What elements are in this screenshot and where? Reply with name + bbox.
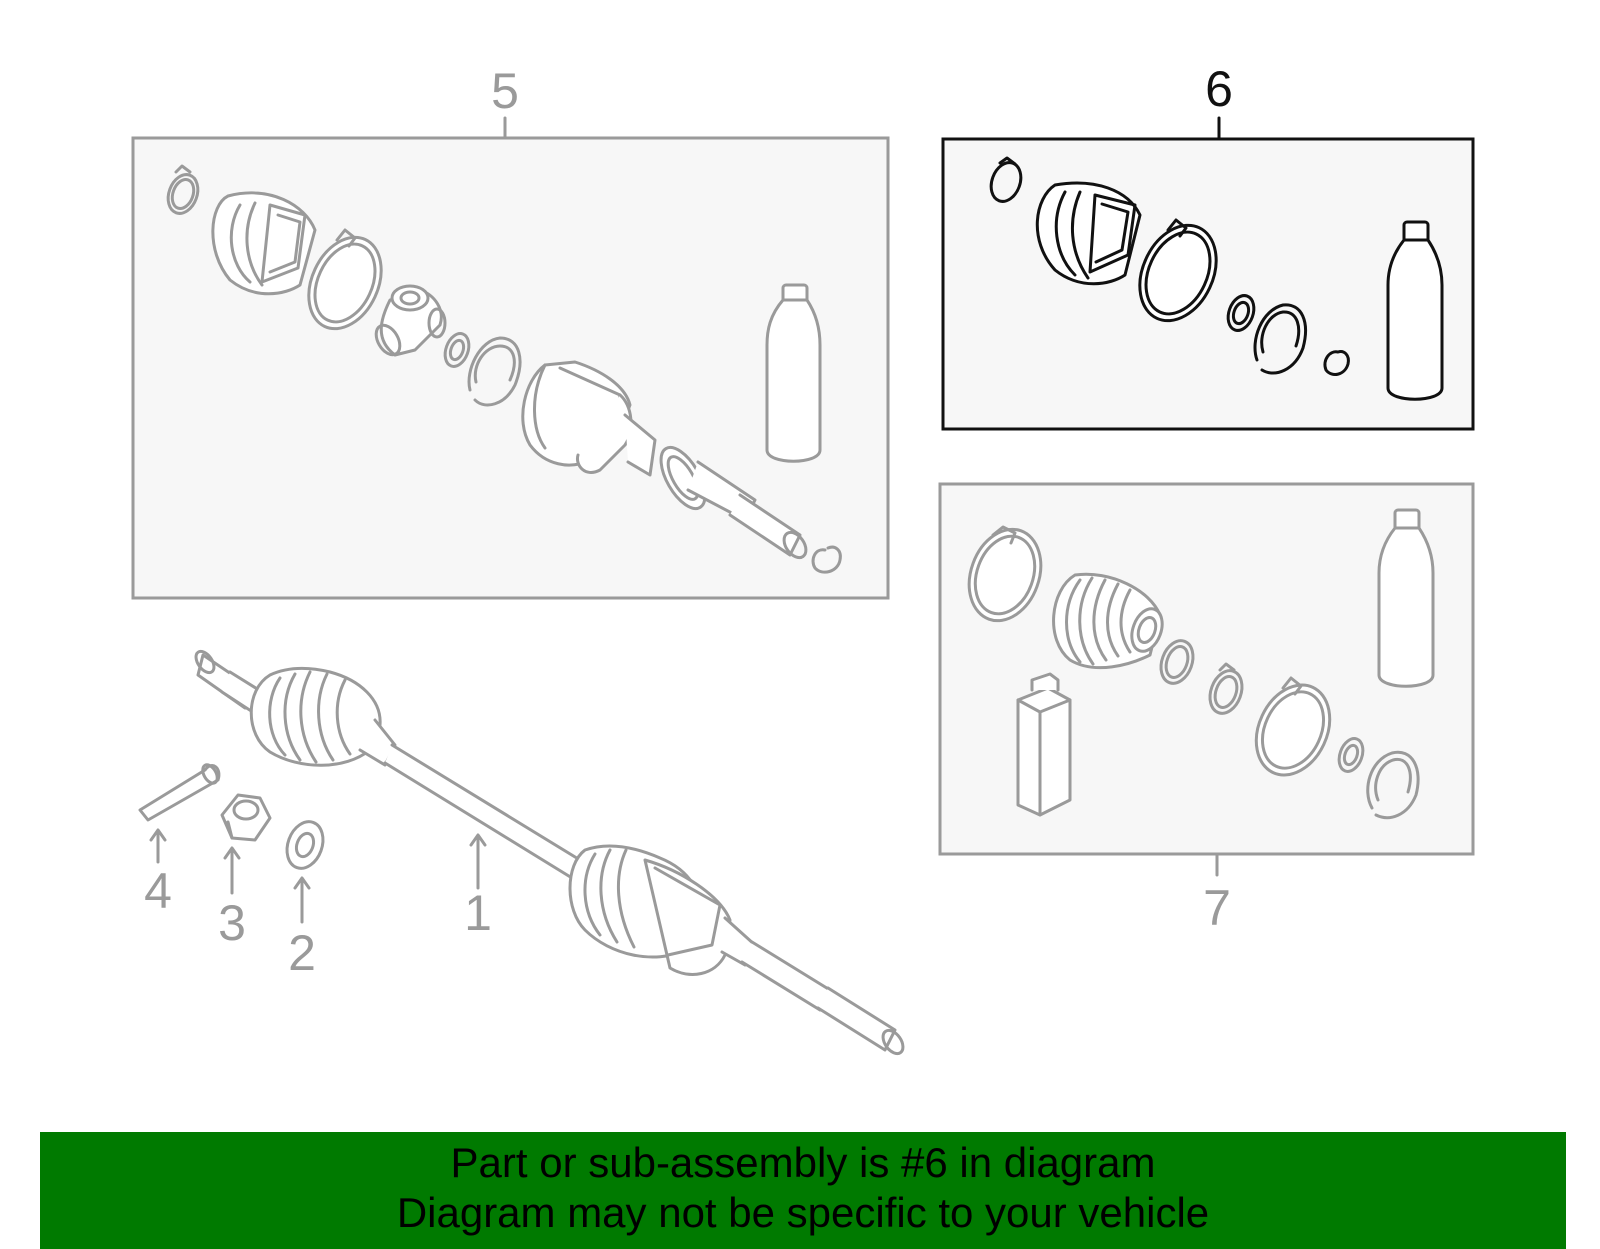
banner-line-2: Diagram may not be specific to your vehi… [396, 1189, 1210, 1236]
callout-6: 6 [1205, 61, 1233, 117]
large-clamp-icon [1138, 218, 1218, 323]
grease-tube-icon [1386, 220, 1444, 401]
washer-part-2[interactable]: 2 [281, 817, 329, 981]
callout-7: 7 [1203, 880, 1231, 936]
callout-1: 1 [464, 885, 492, 941]
callout-5: 5 [491, 63, 519, 119]
callout-4: 4 [144, 863, 172, 919]
snap-ring-icon [1366, 750, 1420, 820]
bellows-boot-icon [1052, 572, 1164, 670]
assembly-box-7[interactable]: 7 [938, 482, 1475, 936]
circlip-icon [1323, 350, 1350, 377]
small-clamp-icon [1208, 662, 1244, 715]
washer-icon [1337, 737, 1365, 773]
cotter-pin-part-4[interactable]: 4 [138, 762, 221, 919]
callout-3: 3 [218, 895, 246, 951]
joint-housing-icon [521, 360, 808, 560]
cv-boot-icon [211, 191, 317, 296]
nut-part-3[interactable]: 3 [218, 793, 272, 951]
circlip-icon [811, 545, 842, 574]
grease-box-icon [1016, 672, 1072, 817]
banner-line-1: Part or sub-assembly is #6 in diagram [450, 1139, 1156, 1186]
large-clamp-icon [307, 228, 383, 331]
grease-tube-icon [1377, 508, 1435, 688]
axle-shaft-icon[interactable]: 1 [192, 648, 907, 1057]
cv-boot-icon [1035, 181, 1142, 286]
tripod-joint-icon [374, 284, 447, 357]
grease-tube-icon [765, 283, 822, 463]
clamp-ring-icon [989, 156, 1023, 203]
washer-icon [443, 332, 471, 368]
callout-2: 2 [288, 925, 316, 981]
snap-ring-icon [1253, 303, 1307, 375]
assembly-box-6[interactable]: 6 [941, 61, 1475, 431]
clamp-ring-icon [166, 164, 200, 215]
info-banner: Part or sub-assembly is #6 in diagram Di… [40, 1132, 1566, 1249]
small-clamp-icon [1159, 639, 1195, 685]
large-clamp-icon [967, 525, 1043, 623]
large-clamp-icon [1254, 676, 1332, 777]
washer-icon [1226, 294, 1256, 332]
snap-ring-icon [467, 336, 522, 407]
assembly-box-5[interactable]: 5 [131, 63, 890, 600]
